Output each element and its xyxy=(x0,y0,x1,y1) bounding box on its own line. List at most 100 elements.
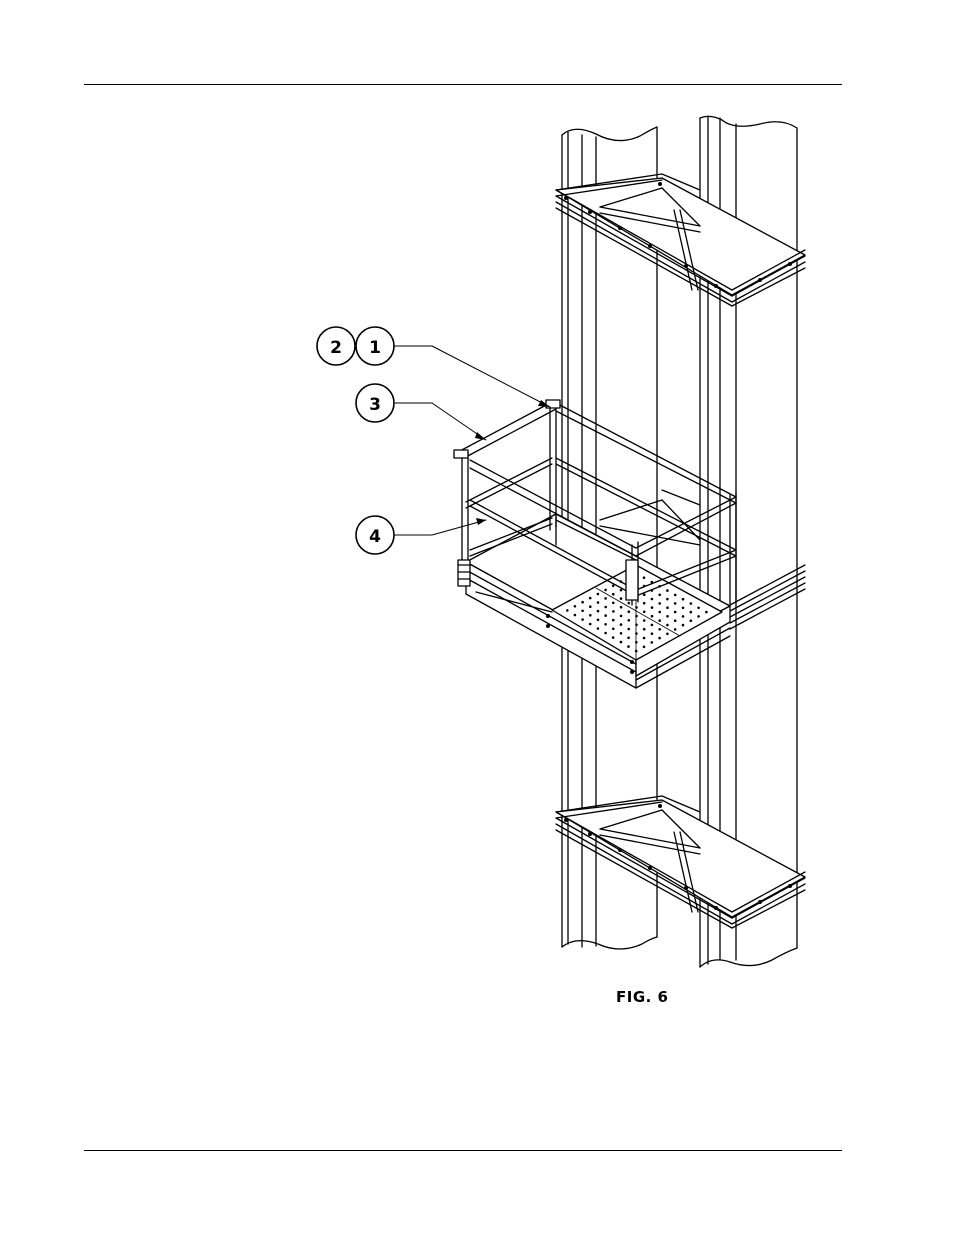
perforation-dot xyxy=(666,633,669,636)
perforation-dot xyxy=(666,606,669,609)
perforation-dot xyxy=(604,597,607,600)
leader-4 xyxy=(394,520,486,535)
perforation-dot xyxy=(620,597,623,600)
perforation-dot xyxy=(658,628,661,631)
perforation-dot xyxy=(697,615,700,618)
platform-deck xyxy=(466,514,730,688)
callout-1-label: 1 xyxy=(369,338,381,358)
perforation-dot xyxy=(589,623,592,626)
perforation-dot xyxy=(635,632,638,635)
perforation-dot xyxy=(620,623,623,626)
perforation-dot xyxy=(666,598,669,601)
figure-caption: FIG. 6 xyxy=(616,988,669,1006)
perforation-dot xyxy=(682,615,685,618)
perforation-dot xyxy=(612,636,615,639)
perforation-dot xyxy=(690,611,693,614)
perforation-dot xyxy=(651,632,654,635)
perforation-dot xyxy=(666,589,669,592)
perforation-dot xyxy=(635,606,638,609)
perforation-dot xyxy=(597,610,600,613)
perforation-dot xyxy=(682,624,685,627)
perforation-dot xyxy=(566,609,569,612)
perforation-dot xyxy=(635,650,638,653)
perforation-dot xyxy=(643,628,646,631)
perforation-dot xyxy=(674,602,677,605)
perforation-dot xyxy=(589,605,592,608)
perforation-dot xyxy=(643,619,646,622)
callout-3-label: 3 xyxy=(369,395,381,415)
perforation-dot xyxy=(604,606,607,609)
perforation-dot xyxy=(589,614,592,617)
perforation-dot xyxy=(674,594,677,597)
perforation-dot xyxy=(628,619,631,622)
perforation-dot xyxy=(604,589,607,592)
perforation-dot xyxy=(604,632,607,635)
perforation-dot xyxy=(651,598,654,601)
perforation-dot xyxy=(574,605,577,608)
perforation-dot xyxy=(705,611,708,614)
perforation-dot xyxy=(643,637,646,640)
perforation-dot xyxy=(597,619,600,622)
perforation-dot xyxy=(674,619,677,622)
perforation-dot xyxy=(597,627,600,630)
perforation-dot xyxy=(697,607,700,610)
perforation-dot xyxy=(620,606,623,609)
perforation-dot xyxy=(651,641,654,644)
perforation-dot xyxy=(658,619,661,622)
perforation-dot xyxy=(658,637,661,640)
perforation-dot xyxy=(666,624,669,627)
perforation-dot xyxy=(612,619,615,622)
perforation-dot xyxy=(651,606,654,609)
perforation-dot xyxy=(658,602,661,605)
perforation-dot xyxy=(604,614,607,617)
perforation-dot xyxy=(597,593,600,596)
perforation-dot xyxy=(643,576,646,579)
leader-3 xyxy=(394,403,486,440)
perforation-dot xyxy=(612,593,615,596)
perforation-dot xyxy=(690,602,693,605)
perforation-dot xyxy=(620,632,623,635)
perforation-dot xyxy=(627,645,630,648)
perforation-dot xyxy=(597,601,600,604)
perforation-dot xyxy=(628,610,631,613)
perforation-dot xyxy=(643,646,646,649)
perforation-dot xyxy=(604,623,607,626)
perforation-dot xyxy=(589,597,592,600)
perforation-dot xyxy=(627,637,630,640)
perforation-dot xyxy=(643,602,646,605)
callout-2-label: 2 xyxy=(330,338,342,358)
perforation-dot xyxy=(612,610,615,613)
perforation-dot xyxy=(635,624,638,627)
perforation-dot xyxy=(643,611,646,614)
perforation-dot xyxy=(651,615,654,618)
perforation-dot xyxy=(612,602,615,605)
perforation-dot xyxy=(620,589,623,592)
perforation-dot xyxy=(690,619,693,622)
perforation-dot xyxy=(674,611,677,614)
perforation-dot xyxy=(674,628,677,631)
perforation-dot xyxy=(574,614,577,617)
perforation-dot xyxy=(666,615,669,618)
perforation-dot xyxy=(627,628,630,631)
perforation-dot xyxy=(651,624,654,627)
callout-4-label: 4 xyxy=(369,527,381,547)
perforation-dot xyxy=(581,618,584,621)
perforation-dot xyxy=(628,602,631,605)
perforation-dot xyxy=(658,594,661,597)
callouts: 2 1 3 4 xyxy=(317,327,550,554)
perforation-dot xyxy=(682,607,685,610)
perforation-dot xyxy=(620,641,623,644)
perforation-dot xyxy=(635,615,638,618)
perforation-dot xyxy=(581,610,584,613)
perforation-dot xyxy=(581,601,584,604)
perforation-dot xyxy=(682,598,685,601)
leader-1 xyxy=(394,346,550,407)
upper-bracket xyxy=(556,174,805,306)
lower-bracket xyxy=(556,796,805,928)
perforation-dot xyxy=(658,611,661,614)
perforation-dot xyxy=(612,628,615,631)
perforation-dot xyxy=(635,641,638,644)
perforation-dot xyxy=(643,593,646,596)
perforation-dot xyxy=(620,615,623,618)
